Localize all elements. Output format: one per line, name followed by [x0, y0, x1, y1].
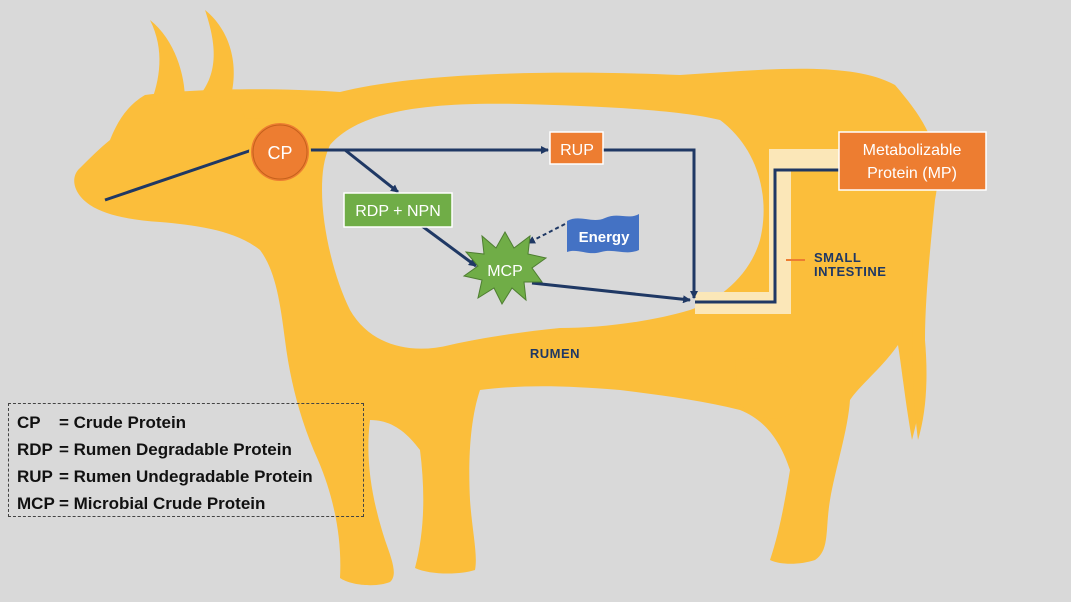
arrow-rup-to-intestine	[602, 148, 698, 299]
legend-row: RDP = Rumen Degradable Protein	[17, 436, 363, 463]
legend-definition: = Rumen Undegradable Protein	[59, 467, 313, 486]
energy-node: Energy	[567, 214, 639, 254]
arrow-cp-to-rdp	[344, 148, 399, 194]
small-intestine-label: SMALL INTESTINE	[786, 250, 886, 279]
legend-definition: = Crude Protein	[59, 413, 187, 432]
small-intestine-line1: SMALL	[814, 250, 861, 265]
flow-arrows	[344, 146, 698, 304]
mp-label-line1: Metabolizable	[863, 142, 962, 159]
rup-node: RUP	[549, 131, 604, 165]
legend-row: RUP = Rumen Undegradable Protein	[17, 463, 363, 490]
energy-label: Energy	[579, 229, 631, 246]
mcp-label: MCP	[487, 263, 523, 280]
cp-node: CP	[249, 121, 311, 183]
small-intestine-line2: INTESTINE	[814, 264, 886, 279]
legend-abbr: RUP	[17, 467, 53, 486]
mcp-node: MCP	[462, 230, 548, 306]
legend-definition: = Rumen Degradable Protein	[59, 440, 292, 459]
arrow-mcp-to-intestine	[531, 281, 691, 304]
legend-abbr: MCP	[17, 494, 55, 513]
rdp-npn-label: RDP + NPN	[355, 203, 441, 220]
arrow-rdp-to-mcp	[421, 224, 477, 268]
rdp-npn-node: RDP + NPN	[343, 192, 453, 228]
legend-abbr: RDP	[17, 440, 53, 459]
legend-abbr: CP	[17, 413, 41, 432]
rup-label: RUP	[560, 142, 594, 159]
mp-label-line2: Protein (MP)	[867, 165, 957, 182]
rumen-label: RUMEN	[530, 346, 580, 361]
legend-row: MCP = Microbial Crude Protein	[17, 490, 363, 517]
legend-row: CP = Crude Protein	[17, 409, 363, 436]
legend: CP = Crude Protein RDP = Rumen Degradabl…	[8, 403, 364, 517]
legend-definition: = Microbial Crude Protein	[59, 494, 266, 513]
cow-silhouette	[74, 10, 938, 586]
mp-node: Metabolizable Protein (MP)	[838, 131, 987, 191]
cp-label: CP	[267, 143, 292, 163]
